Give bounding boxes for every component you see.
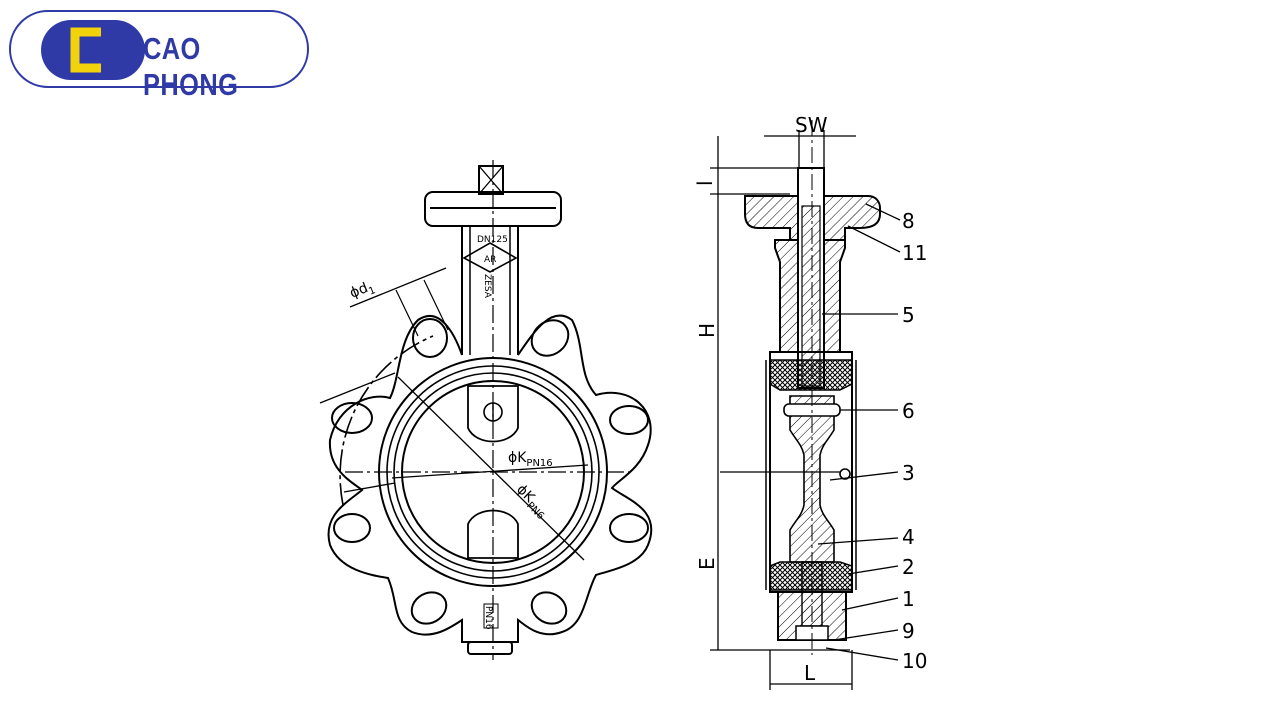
- dim-l-top-label: l: [693, 180, 717, 186]
- neck-marking-zesa: ZESA: [482, 274, 492, 299]
- part-number-3: 3: [902, 461, 915, 485]
- lower-stem-boss: [467, 509, 519, 559]
- neck-marking-ar: AR: [484, 255, 496, 265]
- dim-h-label: H: [695, 323, 719, 338]
- brand-name: CAO PHONG: [143, 31, 239, 102]
- part-number-10: 10: [902, 649, 927, 673]
- dim-sw-label: SW: [795, 113, 828, 137]
- part-number-6: 6: [902, 399, 915, 423]
- dim-e-label: E: [695, 557, 719, 570]
- bolt-hole: [333, 513, 372, 543]
- stem-top: [478, 165, 504, 195]
- part-number-2: 2: [902, 555, 915, 579]
- bolt-hole: [609, 405, 650, 435]
- part-number-8: 8: [902, 209, 915, 233]
- front-view: [319, 160, 653, 660]
- upper-stem-boss: [467, 385, 519, 443]
- bolt-hole: [410, 591, 448, 625]
- part-number-9: 9: [902, 619, 915, 643]
- bolt-hole: [530, 319, 570, 357]
- bolt-hole: [609, 513, 650, 543]
- logo-mark: [41, 20, 145, 80]
- bolt-circle-pn6-label: ϕKPN6: [511, 482, 552, 523]
- part-number-5: 5: [902, 303, 915, 327]
- bolt-hole: [412, 318, 448, 358]
- bolt-circle-pn16-label: ϕKPN16: [508, 450, 553, 469]
- side-dimensions: [710, 130, 901, 690]
- part-number-4: 4: [902, 525, 915, 549]
- logo-c-icon: [70, 27, 101, 73]
- neck-marking-diamond: [462, 242, 518, 273]
- bolt-hole: [331, 402, 373, 434]
- dim-l-bottom-label: L: [804, 661, 816, 685]
- bolt-circle-arc: [339, 335, 434, 506]
- o-ring: [839, 468, 851, 480]
- liner-top: [769, 359, 853, 391]
- bolt-hole-diameter-label: ϕd1: [348, 278, 378, 305]
- part-number-1: 1: [902, 587, 915, 611]
- bottom-stub: [467, 641, 513, 655]
- neck-marking-dn: DN125: [477, 235, 508, 245]
- brand-logo: CAO PHONG: [9, 10, 309, 102]
- part-number-11: 11: [902, 241, 927, 265]
- bottom-marking: PN16: [483, 606, 493, 630]
- bolt-hole: [530, 591, 568, 625]
- side-view: [720, 120, 881, 655]
